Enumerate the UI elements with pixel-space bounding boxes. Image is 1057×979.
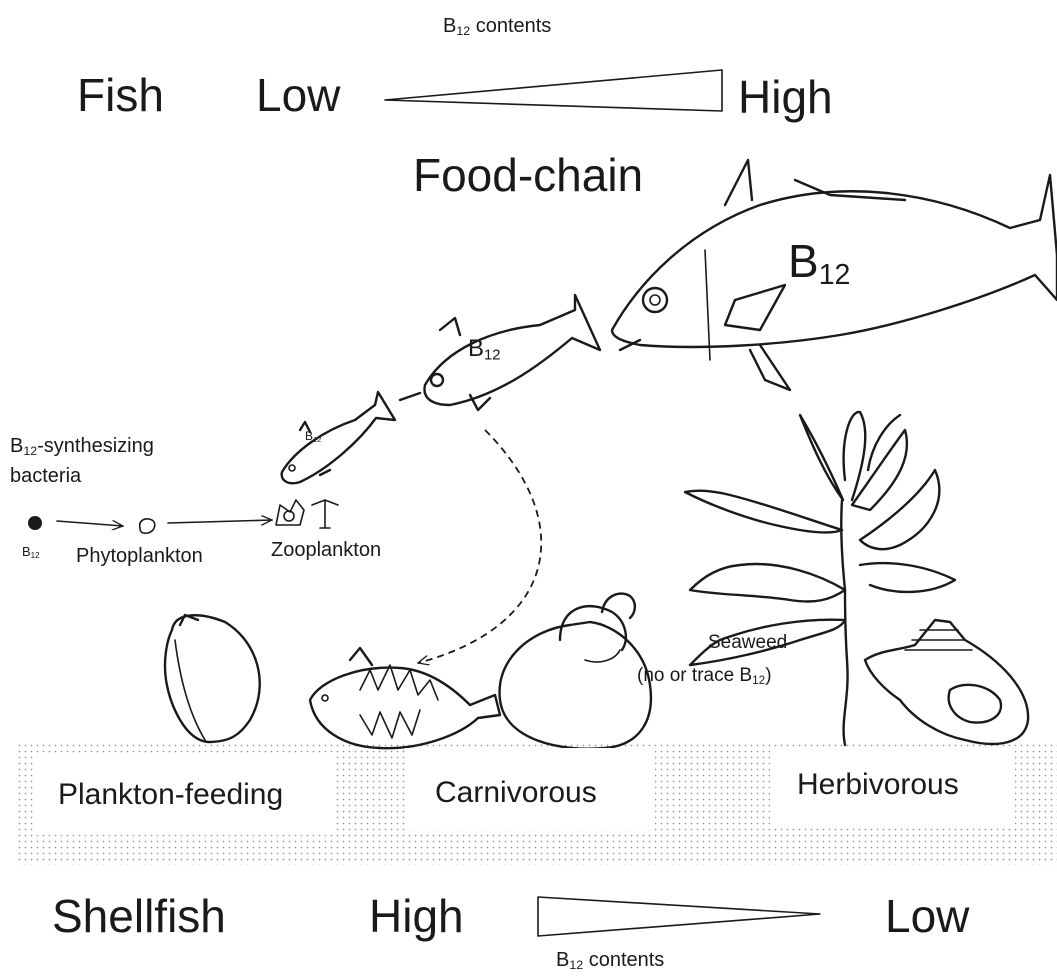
fish-group-label: Fish bbox=[77, 72, 164, 118]
phytoplankton-to-zooplankton-arrow bbox=[168, 520, 272, 523]
fish-low-label: Low bbox=[256, 72, 340, 118]
food-chain-dashed-arrow bbox=[418, 430, 541, 663]
small-fish-icon bbox=[282, 392, 395, 483]
shellfish-b12-wedge bbox=[538, 897, 820, 936]
plankton-feeding-label: Plankton-feeding bbox=[58, 780, 283, 810]
carnivorous-label: Carnivorous bbox=[435, 778, 597, 808]
shellfish-group-label: Shellfish bbox=[52, 893, 226, 939]
carnivorous-snail-icon bbox=[500, 594, 651, 749]
fish-skeleton-icon bbox=[310, 648, 500, 748]
bacteria-dot-icon bbox=[28, 516, 42, 530]
bacteria-label-line1: B12-synthesizing bbox=[10, 436, 154, 456]
bacteria-to-phytoplankton-arrow bbox=[57, 521, 123, 526]
bacteria-label-line2: bacteria bbox=[10, 466, 81, 486]
fish-high-label: High bbox=[738, 74, 833, 120]
seaweed-icon bbox=[685, 412, 955, 745]
fish-b12-contents-title: B12 contents bbox=[443, 16, 551, 36]
food-chain-label: Food-chain bbox=[413, 152, 643, 198]
zooplankton-label: Zooplankton bbox=[271, 540, 381, 560]
bacteria-dot-b12-label: B12 bbox=[22, 545, 40, 558]
phytoplankton-icon bbox=[140, 519, 155, 533]
zooplankton-icon bbox=[276, 500, 338, 528]
shellfish-b12-contents-title: B12 contents bbox=[556, 950, 664, 970]
seaweed-label-line1: Seaweed bbox=[708, 633, 787, 652]
phytoplankton-label: Phytoplankton bbox=[76, 546, 203, 566]
shellfish-low-label: Low bbox=[885, 893, 969, 939]
herbivorous-shellfish-icon bbox=[865, 620, 1028, 744]
small-fish-b12-label: B12 bbox=[305, 430, 321, 442]
shellfish-high-label: High bbox=[369, 893, 464, 939]
plankton-feeding-shellfish-icon bbox=[165, 615, 260, 742]
herbivorous-label: Herbivorous bbox=[797, 770, 959, 800]
medium-fish-b12-label: B12 bbox=[468, 337, 501, 361]
seaweed-label-line2: (no or trace B12) bbox=[637, 666, 772, 685]
fish-b12-wedge bbox=[385, 70, 722, 111]
large-fish-b12-label: B12 bbox=[788, 238, 850, 284]
